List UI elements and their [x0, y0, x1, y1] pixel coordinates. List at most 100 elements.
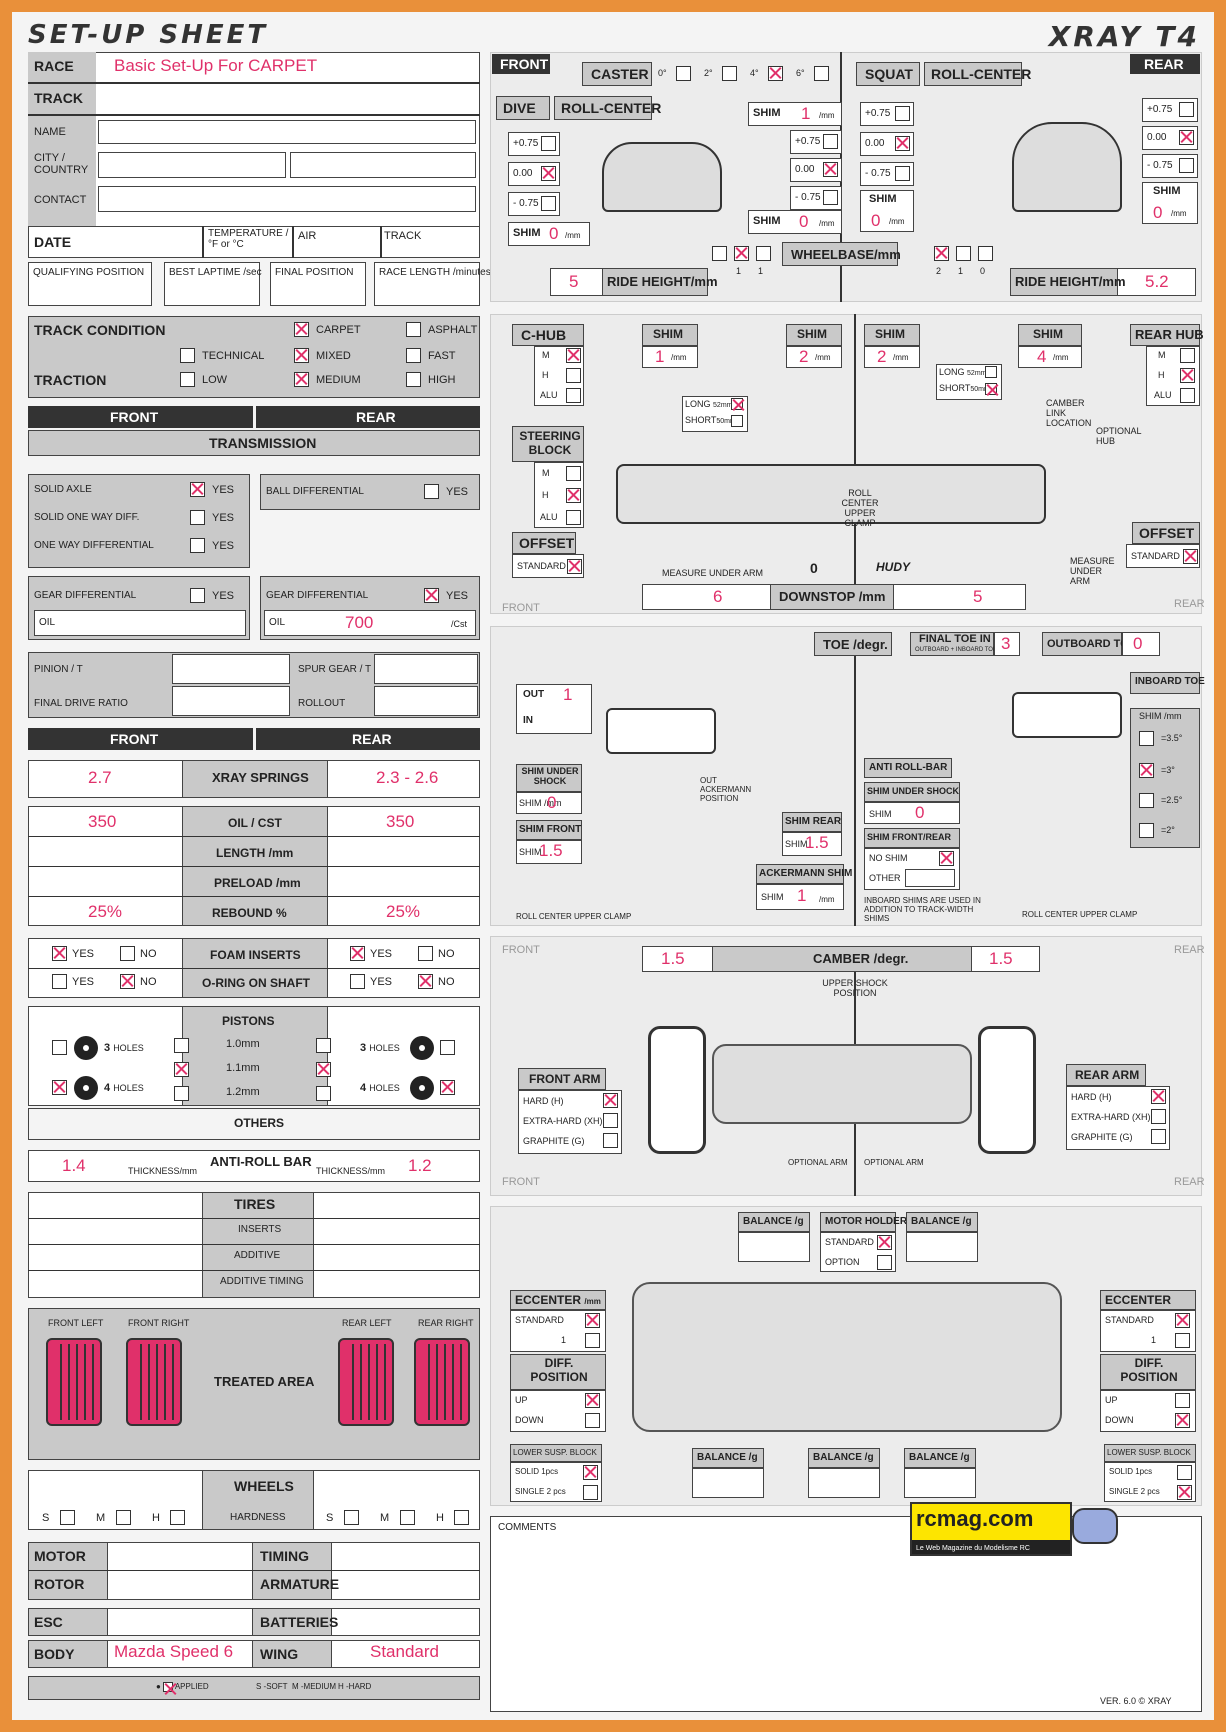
rear-arm-xh[interactable] [1151, 1109, 1166, 1124]
rear-foam-yes[interactable] [350, 946, 365, 961]
country-field[interactable] [290, 152, 476, 178]
balance-field-1[interactable] [738, 1232, 810, 1262]
front-3holes-checkbox[interactable] [52, 1040, 67, 1055]
comments-area[interactable] [490, 1516, 1202, 1712]
rear-foam-no[interactable] [418, 946, 433, 961]
squat-m075[interactable] [895, 166, 910, 181]
motor-holder-option[interactable] [877, 1255, 892, 1270]
city-field[interactable] [98, 152, 286, 178]
laptime-field[interactable]: BEST LAPTIME /sec [164, 262, 262, 306]
rear-oring-no[interactable] [418, 974, 433, 989]
front-diff-up[interactable] [585, 1393, 600, 1408]
race-value[interactable]: Basic Set-Up For CARPET [114, 56, 318, 75]
fdr-field[interactable] [172, 686, 290, 716]
rearhub-alu[interactable] [1180, 388, 1195, 403]
caster-2[interactable] [722, 66, 737, 81]
no-shim-checkbox[interactable] [939, 851, 954, 866]
chub-alu[interactable] [566, 388, 581, 403]
high-checkbox[interactable] [406, 372, 421, 387]
front-gear-diff-checkbox[interactable] [190, 588, 205, 603]
rear-hardness-h[interactable] [454, 1510, 469, 1525]
balance-field-5[interactable] [904, 1468, 976, 1498]
steering-h[interactable] [566, 488, 581, 503]
fast-checkbox[interactable] [406, 348, 421, 363]
rear-piston-11[interactable] [316, 1062, 331, 1077]
dive-p075[interactable] [541, 136, 556, 151]
rollout-field[interactable] [374, 686, 478, 716]
carpet-checkbox[interactable] [294, 322, 309, 337]
rear-oil-field[interactable]: OIL 700 /Cst [264, 610, 476, 636]
spur-field[interactable] [374, 654, 478, 684]
rc-front-000[interactable] [823, 162, 838, 177]
rearhub-m[interactable] [1180, 348, 1195, 363]
front-hardness-h[interactable] [170, 1510, 185, 1525]
race-length-field[interactable]: RACE LENGTH /minutes [374, 262, 491, 306]
solid-one-way-checkbox[interactable] [190, 510, 205, 525]
rear-diff-up[interactable] [1175, 1393, 1190, 1408]
rear-arm-graphite[interactable] [1151, 1129, 1166, 1144]
dive-000[interactable] [541, 166, 556, 181]
rear-4holes-checkbox[interactable] [440, 1080, 455, 1095]
front-4holes-checkbox[interactable] [52, 1080, 67, 1095]
front-hardness-m[interactable] [116, 1510, 131, 1525]
front-hardness-s[interactable] [60, 1510, 75, 1525]
low-checkbox[interactable] [180, 372, 195, 387]
front-oil-field[interactable]: OIL [34, 610, 246, 636]
front-piston-11[interactable] [174, 1062, 189, 1077]
chub-m[interactable] [566, 348, 581, 363]
front-foam-no[interactable] [120, 946, 135, 961]
rear-gear-diff-checkbox[interactable] [424, 588, 439, 603]
front-diff-down[interactable] [585, 1413, 600, 1428]
rear-oring-yes[interactable] [350, 974, 365, 989]
front-oring-yes[interactable] [52, 974, 67, 989]
front-foam-yes[interactable] [52, 946, 67, 961]
rear-hardness-m[interactable] [400, 1510, 415, 1525]
caster-4[interactable] [768, 66, 783, 81]
motor-holder-standard[interactable] [877, 1235, 892, 1250]
asphalt-checkbox[interactable] [406, 322, 421, 337]
rear-piston-12[interactable] [316, 1086, 331, 1101]
squat-p075[interactable] [895, 106, 910, 121]
front-arm-graphite[interactable] [603, 1133, 618, 1148]
caster-6[interactable] [814, 66, 829, 81]
balance-field-4[interactable] [808, 1468, 880, 1498]
rear-arm-hard[interactable] [1151, 1089, 1166, 1104]
front-piston-12[interactable] [174, 1086, 189, 1101]
front-offset-standard[interactable] [567, 559, 582, 574]
mixed-checkbox[interactable] [294, 348, 309, 363]
contact-field[interactable] [98, 186, 476, 212]
rc-rear-m075[interactable] [1179, 158, 1194, 173]
steering-alu[interactable] [566, 510, 581, 525]
rear-3holes-checkbox[interactable] [440, 1040, 455, 1055]
rear-diff-down[interactable] [1175, 1413, 1190, 1428]
rear-hardness-s[interactable] [344, 1510, 359, 1525]
rc-rear-p075[interactable] [1179, 102, 1194, 117]
balance-field-3[interactable] [692, 1468, 764, 1498]
ball-diff-checkbox[interactable] [424, 484, 439, 499]
wing-value[interactable]: Standard [370, 1642, 439, 1661]
medium-checkbox[interactable] [294, 372, 309, 387]
rear-piston-10[interactable] [316, 1038, 331, 1053]
rc-front-m075[interactable] [823, 190, 838, 205]
name-field[interactable] [98, 120, 476, 144]
rear-offset-standard[interactable] [1183, 549, 1198, 564]
caster-0[interactable] [676, 66, 691, 81]
front-arm-hard[interactable] [603, 1093, 618, 1108]
rearhub-h[interactable] [1180, 368, 1195, 383]
squat-000[interactable] [895, 136, 910, 151]
qualifying-field[interactable]: QUALIFYING POSITION [28, 262, 152, 306]
front-arm-xh[interactable] [603, 1113, 618, 1128]
rc-front-p075[interactable] [823, 134, 838, 149]
balance-field-2[interactable] [906, 1232, 978, 1262]
solid-axle-checkbox[interactable] [190, 482, 205, 497]
technical-checkbox[interactable] [180, 348, 195, 363]
final-position-field[interactable]: FINAL POSITION [270, 262, 366, 306]
steering-m[interactable] [566, 466, 581, 481]
front-oring-no[interactable] [120, 974, 135, 989]
chub-h[interactable] [566, 368, 581, 383]
front-piston-10[interactable] [174, 1038, 189, 1053]
rc-rear-000[interactable] [1179, 130, 1194, 145]
dive-m075[interactable] [541, 196, 556, 211]
body-value[interactable]: Mazda Speed 6 [114, 1642, 234, 1661]
pinion-field[interactable] [172, 654, 290, 684]
